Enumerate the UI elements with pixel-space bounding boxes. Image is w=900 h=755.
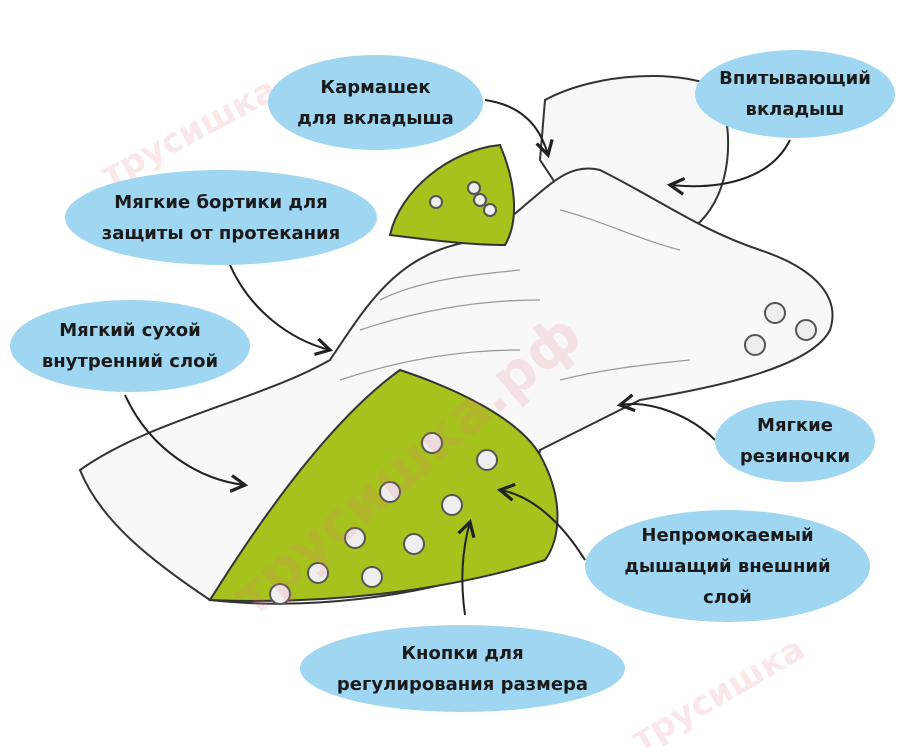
pocket-flap xyxy=(388,143,515,247)
snap-button xyxy=(307,562,329,584)
snap-button xyxy=(473,193,487,207)
snap-button xyxy=(744,334,766,356)
snap-button xyxy=(764,302,786,324)
snap-button xyxy=(795,319,817,341)
arrow-snaps xyxy=(457,518,476,616)
snap-button xyxy=(344,527,366,549)
snap-button xyxy=(467,181,481,195)
snap-button xyxy=(429,195,443,209)
snap-button xyxy=(361,566,383,588)
diaper-body xyxy=(78,167,834,605)
snap-button xyxy=(403,533,425,555)
snap-button xyxy=(421,432,443,454)
arrow-outer-layer xyxy=(496,482,586,561)
arrow-inner-layer xyxy=(124,394,249,493)
label-elastics: Мягкие резиночки xyxy=(715,400,875,482)
label-outer-layer: Непромокаемый дышащий внешний слой xyxy=(585,510,870,622)
snap-button xyxy=(476,449,498,471)
label-inner-layer: Мягкий сухой внутренний слой xyxy=(10,300,250,392)
label-insert: Впитывающий вкладыш xyxy=(695,50,895,138)
arrow-elastics xyxy=(616,393,716,441)
snap-button xyxy=(269,583,291,605)
arrow-gussets xyxy=(229,264,334,356)
snap-button xyxy=(483,203,497,217)
label-pocket: Кармашек для вкладыша xyxy=(268,55,483,150)
arrow-insert xyxy=(666,139,791,196)
arrow-pocket xyxy=(484,99,554,159)
label-gussets: Мягкие бортики для защиты от протекания xyxy=(65,170,377,265)
snap-button xyxy=(379,481,401,503)
label-snaps: Кнопки для регулирования размера xyxy=(300,625,625,712)
snap-button xyxy=(441,494,463,516)
